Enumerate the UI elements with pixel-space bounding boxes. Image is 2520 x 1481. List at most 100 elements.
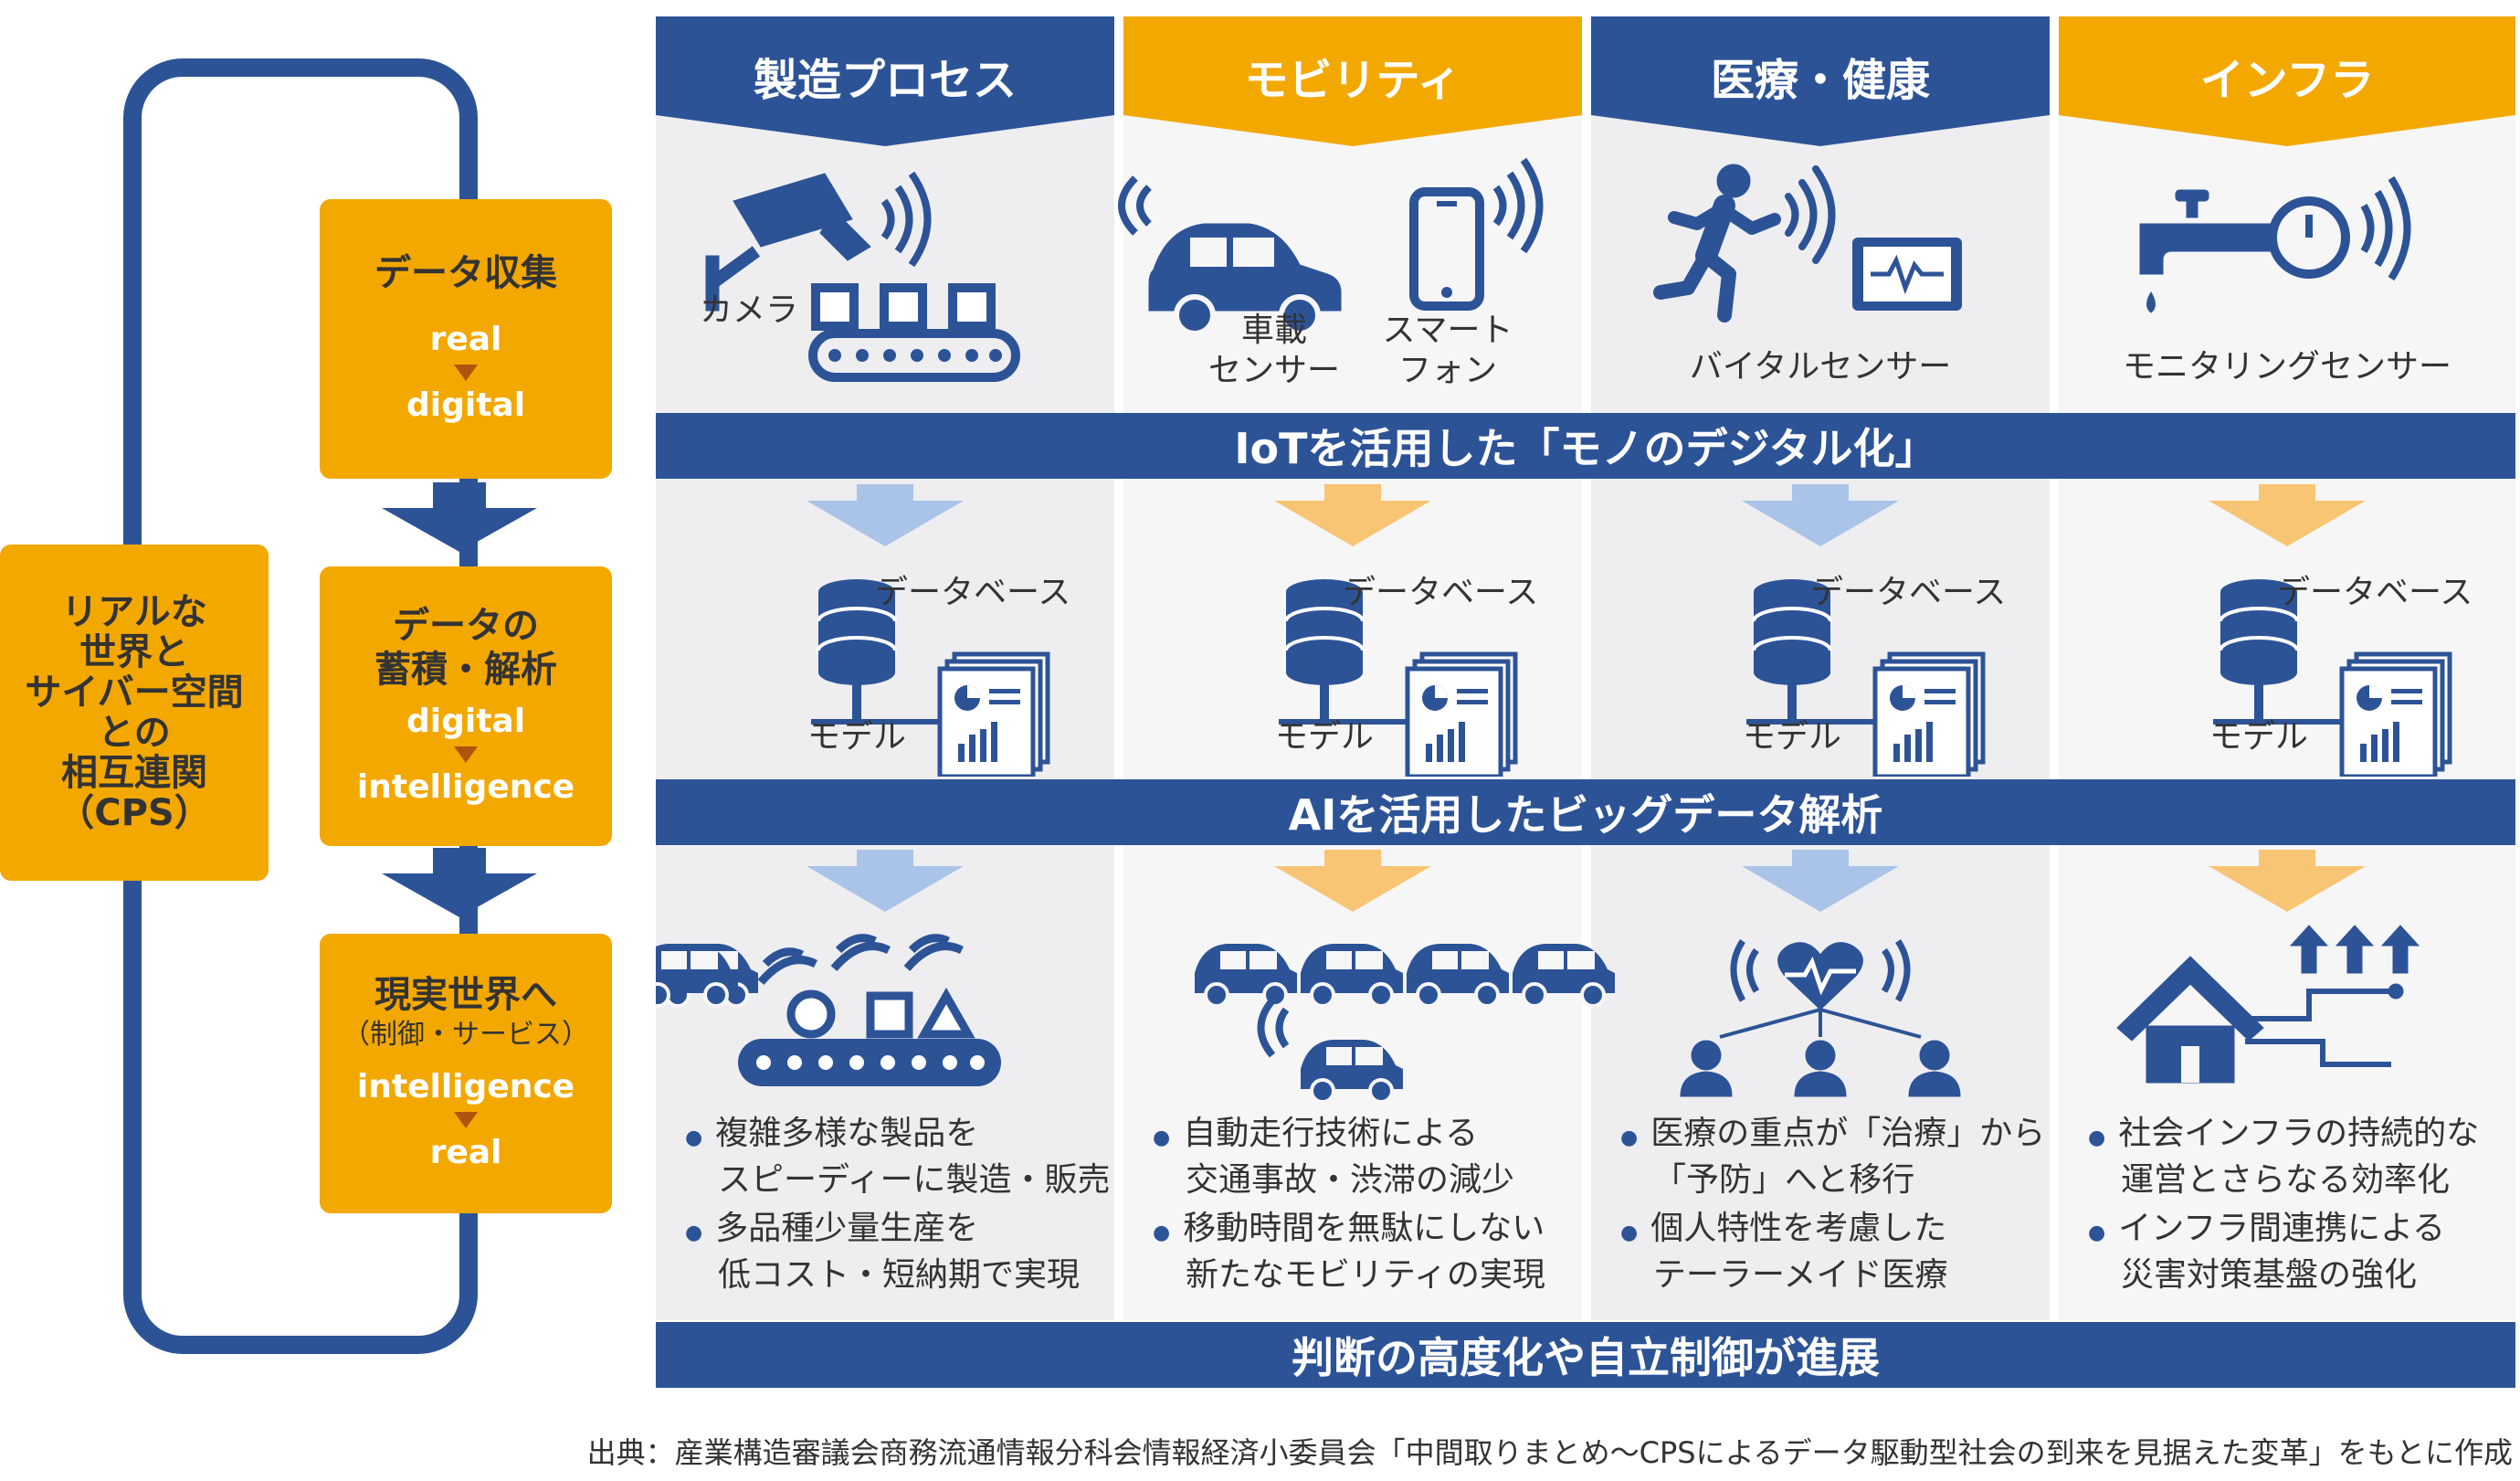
stage-data-collection: データ収集 real digital (320, 199, 612, 479)
label-line: センサー (1207, 352, 1340, 389)
source-citation: 出典：産業構造審議会商務流通情報分科会情報経済小委員会「中間取りまとめ〜CPSに… (586, 1435, 2513, 1470)
stage-to: real (429, 1134, 502, 1171)
bullet-text: 複雑多様な製品を (715, 1115, 979, 1152)
bullet-text: 災害対策基盤の強化 (2121, 1256, 2418, 1294)
down-arrow-light-blue (1742, 484, 1899, 912)
label-vehicle-sensor: 車載センサー (1197, 311, 1352, 391)
bullet-line: ●多品種少量生産を (685, 1208, 1080, 1254)
bullet-line: ●医療の重点が「治療」から (1620, 1113, 2045, 1159)
label-database: データベース (2277, 574, 2473, 611)
flow-down-triangle (454, 365, 478, 381)
process-arrows (807, 484, 2366, 912)
camera-icon (705, 171, 932, 312)
bullet-dot-icon: ● (1153, 1127, 1171, 1149)
label-database: データベース (1810, 574, 2007, 611)
bullet-text: 低コスト・短納期で実現 (718, 1256, 1081, 1294)
smart-infrastructure-icon (2116, 925, 2420, 1084)
bullet-line: スピーディーに製造・販売 (685, 1159, 1110, 1201)
bullet-dot-icon: ● (1153, 1222, 1171, 1244)
autonomous-cars-icon (656, 942, 1617, 1104)
flow-down-triangle (454, 1112, 478, 1128)
label-model: モデル (2209, 718, 2309, 756)
bullet-line: ● 複雑多様な製品を (685, 1113, 1110, 1159)
bullet-line: ● 個人特性を考慮した (1620, 1208, 1948, 1254)
flow-down-triangle (454, 746, 478, 763)
bullet-manufacturing-2: ●多品種少量生産を低コスト・短納期で実現 (685, 1208, 1080, 1296)
label-line: スマート (1382, 312, 1513, 349)
bullet-medical-2: ● 個人特性を考慮したテーラーメイド医療 (1620, 1208, 1948, 1296)
cps-label-line: リアルな (61, 591, 207, 633)
label-model: モデル (1275, 718, 1375, 756)
bullet-text: 個人特性を考慮した (1650, 1210, 1947, 1247)
bullet-text: 自動走行技術による (1183, 1115, 1479, 1152)
bullet-mobility-2: ● 移動時間を無駄にしない新たなモビリティの実現 (1153, 1208, 1545, 1296)
label-database: データベース (875, 574, 1071, 611)
bullet-text: 「予防」へと移行 (1653, 1161, 1915, 1199)
bullet-text: インフラ間連携による (2118, 1210, 2446, 1247)
header-infrastructure: インフラ (2199, 55, 2375, 106)
header-mobility: モビリティ (1244, 55, 1461, 106)
bullet-dot-icon: ● (1620, 1222, 1639, 1244)
label-vital-sensor: バイタルセンサー (1689, 348, 1952, 386)
bullet-medical-1: ●医療の重点が「治療」から「予防」へと移行 (1620, 1113, 2045, 1201)
bullet-text: 運営とさらなる効率化 (2121, 1161, 2451, 1199)
sensor-icons (705, 157, 2411, 382)
stage-data-analysis: データの 蓄積・解析 digital intelligence (320, 566, 612, 846)
label-model: モデル (1743, 718, 1842, 756)
bullet-dot-icon: ● (685, 1127, 703, 1149)
cps-label-line: 世界と (79, 631, 189, 673)
stage-real-world: 現実世界へ （制御・サービス） intelligence real (320, 934, 612, 1213)
stage-title: データ収集 (374, 252, 557, 294)
label-camera: カメラ (700, 291, 799, 329)
faucet-meter-icon (2139, 175, 2411, 313)
bullet-text: 交通事故・渋滞の減少 (1186, 1161, 1515, 1199)
down-arrow-light-orange (2209, 484, 2366, 912)
header-manufacturing: 製造プロセス (753, 55, 1017, 106)
label-line: フォン (1397, 352, 1497, 389)
bullet-text: テーラーメイド医療 (1653, 1256, 1948, 1294)
stage-title-line1: データの (393, 605, 539, 647)
bullet-line: 「予防」へと移行 (1620, 1159, 2045, 1201)
band-ai-bigdata: AIを活用したビッグデータ解析 (656, 779, 2515, 845)
bullet-line: 運営とさらなる効率化 (2088, 1159, 2479, 1201)
bullet-line: ● 移動時間を無駄にしない (1153, 1208, 1545, 1254)
runner-icon (1653, 164, 1836, 323)
stage-title-line2: 蓄積・解析 (374, 649, 557, 691)
stage-from: real (429, 321, 502, 358)
bullet-line: テーラーメイド医療 (1620, 1254, 1948, 1296)
bullet-line: ● インフラ間連携による (2088, 1208, 2445, 1254)
bullet-mobility-1: ● 自動走行技術による交通事故・渋滞の減少 (1153, 1113, 1514, 1201)
down-arrow-light-orange (1274, 484, 1431, 912)
cps-label-line: （CPS） (58, 792, 211, 834)
bullet-manufacturing-1: ● 複雑多様な製品をスピーディーに製造・販売 (685, 1113, 1110, 1201)
cps-label-line: との (98, 712, 171, 754)
bullet-line: 新たなモビリティの実現 (1153, 1254, 1545, 1296)
cps-label-line: サイバー空間 (25, 672, 244, 714)
bullet-text: 移動時間を無駄にしない (1183, 1210, 1545, 1247)
header-medical: 医療・健康 (1710, 55, 1930, 106)
bullet-line: ●社会インフラの持続的な (2088, 1113, 2479, 1159)
outcome-icons (656, 925, 2420, 1104)
label-smartphone: スマートフォン (1370, 311, 1525, 391)
stage-title: 現実世界へ (374, 974, 557, 1016)
label-model: モデル (807, 718, 907, 756)
cps-label-text: リアルな世界とサイバー空間との相互連関（CPS） (25, 592, 243, 833)
conveyor-icon (808, 283, 1020, 382)
bullet-infra-1: ●社会インフラの持続的な運営とさらなる効率化 (2088, 1113, 2479, 1201)
band-advanced-control: 判断の高度化や自立制御が進展 (656, 1322, 2515, 1388)
stage-subtitle: （制御・サービス） (343, 1019, 589, 1051)
bullet-dot-icon: ● (2088, 1222, 2106, 1244)
bullet-line: 低コスト・短納期で実現 (685, 1254, 1080, 1296)
bullet-text: 新たなモビリティの実現 (1186, 1256, 1545, 1294)
stage-from: intelligence (356, 1068, 575, 1105)
bullet-text: 医療の重点が「治療」から (1650, 1115, 2046, 1152)
band-iot-digitalization: IoTを活用した「モノのデジタル化」 (656, 413, 2515, 479)
bullet-line: 交通事故・渋滞の減少 (1153, 1159, 1514, 1201)
label-line: 車載 (1240, 312, 1307, 349)
label-monitoring-sensor: モニタリングセンサー (2122, 348, 2451, 386)
bullet-dot-icon: ● (2088, 1127, 2106, 1149)
smart-conveyor-icon (738, 934, 1001, 1086)
bullet-line: ● 自動走行技術による (1153, 1113, 1514, 1159)
label-database: データベース (1343, 574, 1539, 611)
vital-monitor-icon (1852, 238, 1962, 311)
